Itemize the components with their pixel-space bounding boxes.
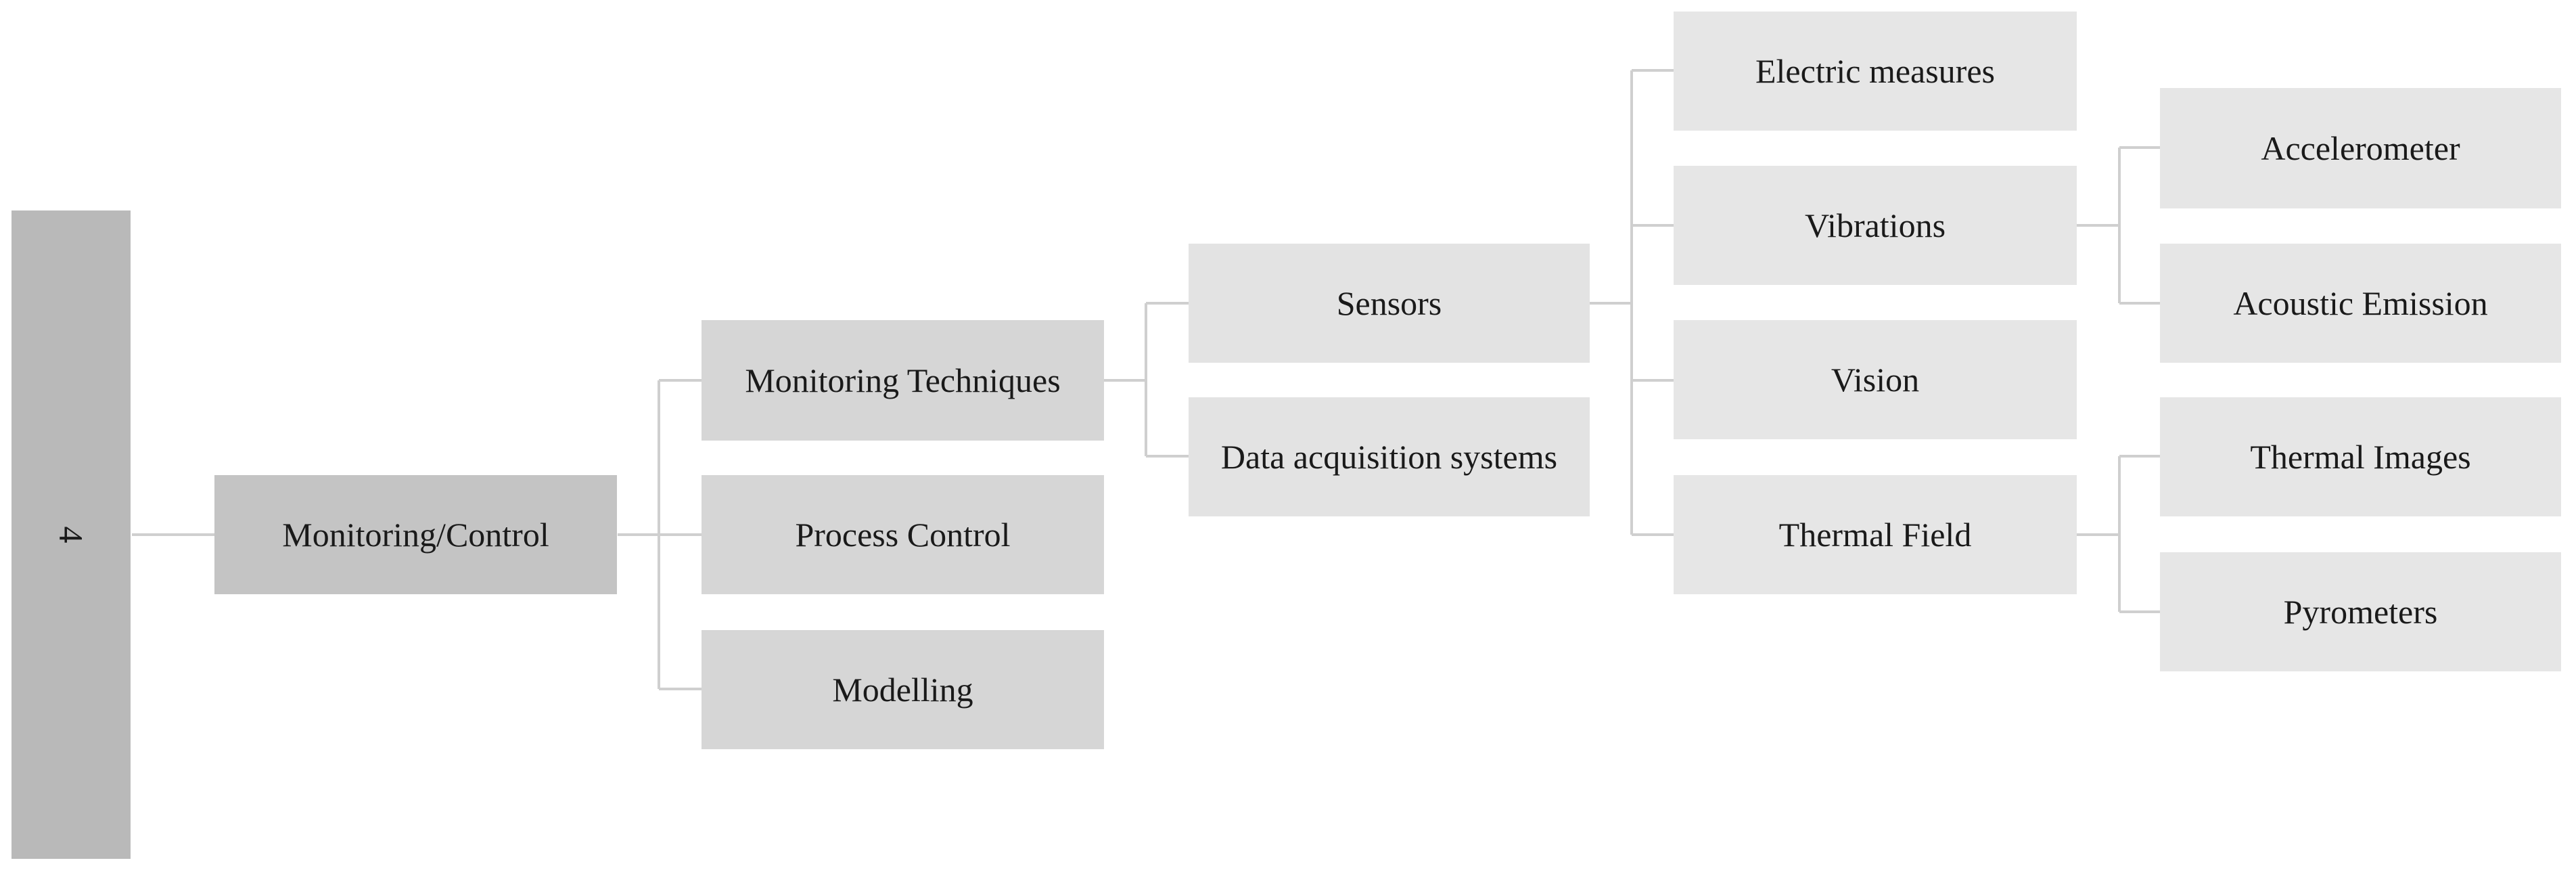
acoustic-emission-label: Acoustic Emission	[2233, 284, 2488, 322]
sensors-label: Sensors	[1336, 284, 1442, 322]
monitoring-techniques-node: Monitoring Techniques	[702, 320, 1104, 441]
vision-label: Vision	[1831, 361, 1920, 399]
pyrometers-label: Pyrometers	[2283, 593, 2438, 631]
acoustic-emission-node: Acoustic Emission	[2160, 244, 2561, 363]
monitoring-control-node: Monitoring/Control	[214, 475, 617, 594]
electric-measures-node: Electric measures	[1674, 12, 2077, 131]
modelling-label: Modelling	[832, 671, 973, 709]
thermal-images-node: Thermal Images	[2160, 397, 2561, 516]
data-acquisition-systems-label: Data acquisition systems	[1220, 438, 1558, 476]
monitoring-control-label: Monitoring/Control	[282, 516, 549, 554]
root-node: 4	[12, 210, 131, 859]
process-control-label: Process Control	[795, 516, 1011, 554]
monitoring-techniques-label: Monitoring Techniques	[745, 361, 1061, 399]
process-control-node: Process Control	[702, 475, 1104, 594]
electric-measures-label: Electric measures	[1755, 52, 1995, 90]
modelling-node: Modelling	[702, 630, 1104, 749]
thermal-field-node: Thermal Field	[1674, 475, 2077, 594]
vibrations-label: Vibrations	[1804, 206, 1946, 244]
data-acquisition-systems-node: Data acquisition systems	[1189, 397, 1590, 516]
thermal-images-label: Thermal Images	[2250, 438, 2471, 476]
sensors-node: Sensors	[1189, 244, 1590, 363]
pyrometers-node: Pyrometers	[2160, 552, 2561, 671]
vibrations-node: Vibrations	[1674, 166, 2077, 285]
accelerometer-node: Accelerometer	[2160, 88, 2561, 208]
accelerometer-label: Accelerometer	[2261, 129, 2460, 167]
root-label: 4	[52, 526, 90, 543]
thermal-field-label: Thermal Field	[1778, 516, 1972, 554]
vision-node: Vision	[1674, 320, 2077, 439]
